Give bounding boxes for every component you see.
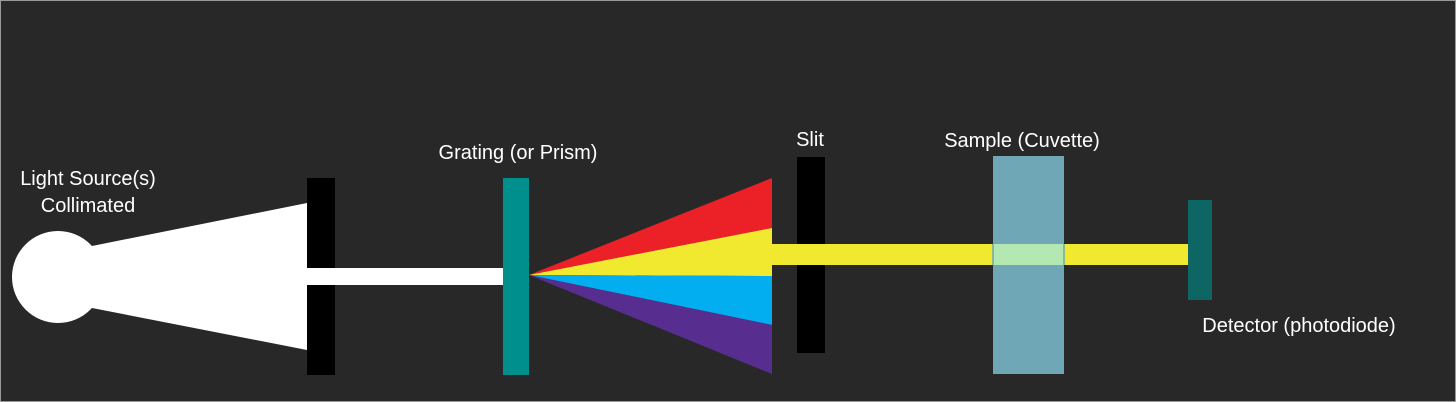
- grating-label: Grating (or Prism): [439, 142, 598, 164]
- spectrum-violet: [529, 275, 772, 374]
- detector: [1188, 200, 1212, 300]
- grating: [503, 178, 529, 375]
- aperture-bottom: [307, 285, 335, 375]
- detector-label: Detector (photodiode): [1202, 315, 1395, 337]
- slit-top: [797, 157, 825, 244]
- cuvette-beam: [993, 244, 1064, 265]
- spectrum-yellow: [529, 228, 772, 276]
- selected-beam: [772, 244, 1188, 265]
- aperture-top: [307, 178, 335, 268]
- light-source: [12, 231, 104, 323]
- sample-label: Sample (Cuvette): [944, 130, 1100, 152]
- collimated-beam: [307, 268, 504, 285]
- slit-bottom: [797, 265, 825, 353]
- light-source-label-line1: Light Source(s): [20, 168, 156, 190]
- light-cone: [92, 203, 307, 350]
- slit-label: Slit: [796, 129, 824, 151]
- light-source-label-line2: Collimated: [41, 195, 135, 217]
- spectrum-red: [529, 178, 772, 275]
